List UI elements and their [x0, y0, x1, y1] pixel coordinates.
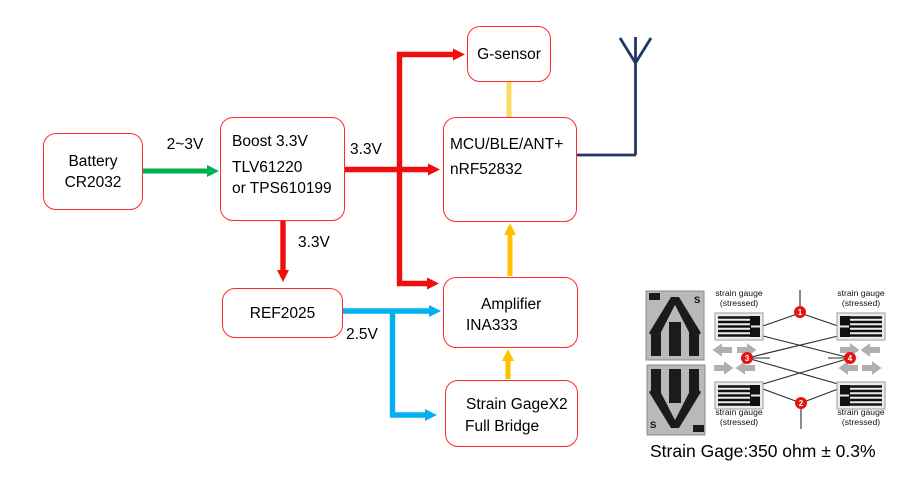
strain-gage-spec-caption: Strain Gage:350 ohm ± 0.3% — [650, 441, 876, 461]
bridge-label-bottom-left: strain gauge (stressed) — [715, 407, 763, 427]
label-ref-output-voltage: 2.5V — [346, 326, 378, 343]
strain-gauge-photo-up: S — [645, 290, 705, 361]
block-voltage-reference: REF2025 — [222, 288, 343, 338]
block-battery: Battery CR2032 — [43, 133, 143, 210]
power-wires-red — [277, 48, 465, 290]
block-amplifier: Amplifier INA333 — [443, 277, 578, 348]
boost-line3: or TPS610199 — [232, 180, 332, 197]
gsensor-label: G-sensor — [477, 45, 541, 63]
gauge-symbol-top-right — [836, 312, 886, 341]
label-boost-output-voltage: 3.3V — [350, 141, 382, 158]
signal-wires-gold — [502, 82, 516, 379]
reference-wires-blue — [343, 305, 441, 421]
bridge-label-bottom-right: strain gauge (stressed) — [837, 407, 885, 427]
battery-line1: Battery — [68, 152, 118, 170]
boost-line1: Boost 3.3V — [232, 133, 308, 150]
boost-line2: TLV61220 — [232, 159, 303, 176]
block-g-sensor: G-sensor — [467, 26, 551, 82]
mcu-line2: nRF52832 — [450, 161, 523, 178]
label-boost-to-ref-voltage: 3.3V — [298, 234, 330, 251]
gauge-symbol-bottom-right — [836, 381, 886, 410]
photo-marker: S — [694, 295, 700, 306]
block-strain-gage-bridge: Strain GageX2 Full Bridge — [445, 380, 578, 447]
wheatstone-bridge-wires — [746, 290, 851, 429]
bridge-label-top-left: strain gauge (stressed) — [715, 288, 763, 308]
photo-marker: S — [650, 420, 656, 431]
gauge-symbol-bottom-left — [714, 381, 764, 410]
strain-gauge-photo-down: S — [646, 364, 706, 436]
bridge-label-top-right: strain gauge (stressed) — [837, 288, 885, 308]
bridge-node-3: 3 — [741, 352, 753, 364]
label-battery-voltage: 2~3V — [166, 136, 204, 153]
battery-line2: CR2032 — [64, 173, 122, 191]
bridge-node-2: 2 — [795, 397, 807, 409]
strain-direction-arrows — [712, 343, 882, 375]
bridge-node-1: 1 — [794, 306, 806, 318]
block-boost-converter: Boost 3.3V TLV61220 or TPS610199 — [220, 117, 345, 221]
strain-line2: Full Bridge — [465, 418, 540, 435]
gauge-symbol-top-left — [714, 312, 764, 341]
bridge-node-4: 4 — [844, 352, 856, 364]
mcu-line1: MCU/BLE/ANT+ — [450, 136, 564, 153]
ref-label: REF2025 — [249, 304, 316, 322]
amplifier-line1: Amplifier — [481, 296, 542, 313]
strain-line1: Strain GageX2 — [466, 396, 568, 413]
antenna-icon — [577, 37, 653, 157]
amplifier-line2: INA333 — [466, 317, 518, 334]
block-mcu-ble: MCU/BLE/ANT+ nRF52832 — [443, 117, 577, 222]
